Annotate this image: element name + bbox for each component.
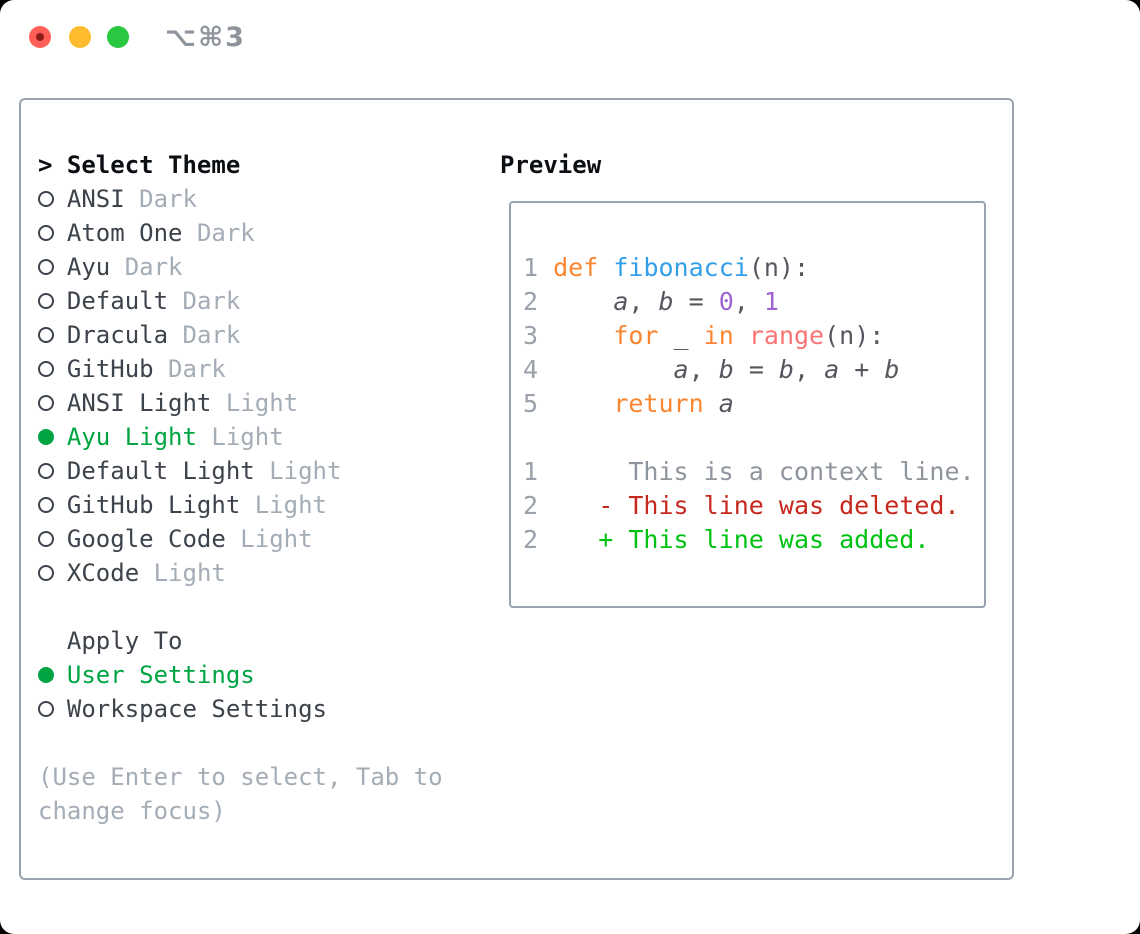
apply-option-label: User Settings — [66, 661, 255, 689]
radio-selected-icon — [38, 429, 54, 445]
theme-variant-label: Light — [211, 423, 284, 451]
radio-unselected-icon — [38, 497, 54, 513]
maximize-button[interactable] — [107, 26, 129, 48]
window-shortcut-label: ⌥⌘3 — [165, 22, 246, 53]
prompt-caret-icon: > — [38, 151, 53, 179]
close-icon — [36, 33, 44, 41]
radio-unselected-icon — [38, 463, 54, 479]
theme-option[interactable]: Dracula Dark — [38, 318, 483, 352]
theme-option[interactable]: Ayu Dark — [38, 250, 483, 284]
preview-header: Preview — [500, 151, 602, 179]
radio-unselected-icon — [38, 225, 54, 241]
preview-code-line: 4 a, b = b, a + b — [523, 355, 900, 384]
theme-variant-label: Light — [240, 525, 313, 553]
apply-option[interactable]: Workspace Settings — [38, 692, 483, 726]
apply-option-label: Workspace Settings — [66, 695, 327, 723]
preview-code-line: 1 This is a context line. — [523, 457, 975, 486]
theme-option-label: GitHub — [66, 355, 154, 383]
theme-variant-label: Dark — [196, 219, 255, 247]
theme-variant-label: Dark — [182, 321, 241, 349]
radio-unselected-icon — [38, 293, 54, 309]
theme-option[interactable]: Atom One Dark — [38, 216, 483, 250]
theme-option[interactable]: ANSI Dark — [38, 182, 483, 216]
radio-unselected-icon — [38, 259, 54, 275]
preview-code-line: 3 for _ in range(n): — [523, 321, 885, 350]
theme-option-label: Google Code — [66, 525, 226, 553]
theme-option[interactable]: XCode Light — [38, 556, 483, 590]
preview-box: 1 def fibonacci(n): 2 a, b = 0, 1 3 for _ … — [509, 201, 986, 608]
theme-option-label: ANSI — [66, 185, 125, 213]
theme-variant-label: Dark — [168, 355, 226, 383]
preview-code-line: 2 a, b = 0, 1 — [523, 287, 779, 316]
select-theme-title: Select Theme — [66, 151, 241, 179]
theme-option-label: Default Light — [66, 457, 255, 485]
hint-text-line-2: change focus) — [38, 797, 226, 825]
theme-option[interactable]: Ayu Light Light — [38, 420, 483, 454]
theme-option-label: Ayu — [66, 253, 111, 281]
theme-variant-label: Light — [254, 491, 327, 519]
spacer-row — [38, 590, 483, 624]
theme-option[interactable]: Default Light Light — [38, 454, 483, 488]
theme-option[interactable]: Google Code Light — [38, 522, 483, 556]
radio-selected-icon — [38, 667, 54, 683]
theme-variant-label: Dark — [124, 253, 183, 281]
theme-option[interactable]: Default Dark — [38, 284, 483, 318]
radio-unselected-icon — [38, 327, 54, 343]
theme-option[interactable]: GitHub Light Light — [38, 488, 483, 522]
theme-option-label: GitHub Light — [66, 491, 241, 519]
radio-unselected-icon — [38, 361, 54, 377]
apply-option[interactable]: User Settings — [38, 658, 483, 692]
radio-unselected-icon — [38, 565, 54, 581]
theme-option-label: Dracula — [66, 321, 169, 349]
titlebar: ⌥⌘3 — [0, 0, 1140, 74]
minimize-button[interactable] — [69, 26, 91, 48]
theme-option[interactable]: ANSI Light Light — [38, 386, 483, 420]
radio-unselected-icon — [38, 191, 54, 207]
preview-code-line: 2 + This line was added. — [523, 525, 930, 554]
theme-option-label: Default — [66, 287, 169, 315]
preview-code: 1 def fibonacci(n): 2 a, b = 0, 1 3 for _ … — [511, 203, 984, 557]
theme-option-label: Atom One — [66, 219, 183, 247]
apply-to-title: Apply To — [66, 627, 183, 655]
preview-code-line: 2 - This line was deleted. — [523, 491, 960, 520]
theme-variant-label: Light — [269, 457, 342, 485]
radio-unselected-icon — [38, 701, 54, 717]
theme-variant-label: Dark — [139, 185, 197, 213]
theme-option[interactable]: GitHub Dark — [38, 352, 483, 386]
preview-code-line: 1 def fibonacci(n): — [523, 253, 810, 282]
preview-code-line: 5 return a — [523, 389, 734, 418]
radio-unselected-icon — [38, 395, 54, 411]
theme-variant-label: Light — [153, 559, 226, 587]
preview-code-line — [523, 421, 984, 455]
spacer-row — [38, 726, 483, 760]
theme-option-label: ANSI Light — [66, 389, 212, 417]
hint-text-line-1: (Use Enter to select, Tab to — [38, 763, 443, 791]
radio-unselected-icon — [38, 531, 54, 547]
apply-to-header: Apply To — [38, 624, 483, 658]
theme-variant-label: Light — [225, 389, 299, 417]
close-button[interactable] — [29, 26, 51, 48]
theme-option-label: XCode — [66, 559, 140, 587]
select-theme-header: > Select Theme — [38, 148, 483, 182]
theme-option-label: Ayu Light — [66, 423, 197, 451]
theme-variant-label: Dark — [182, 287, 241, 315]
